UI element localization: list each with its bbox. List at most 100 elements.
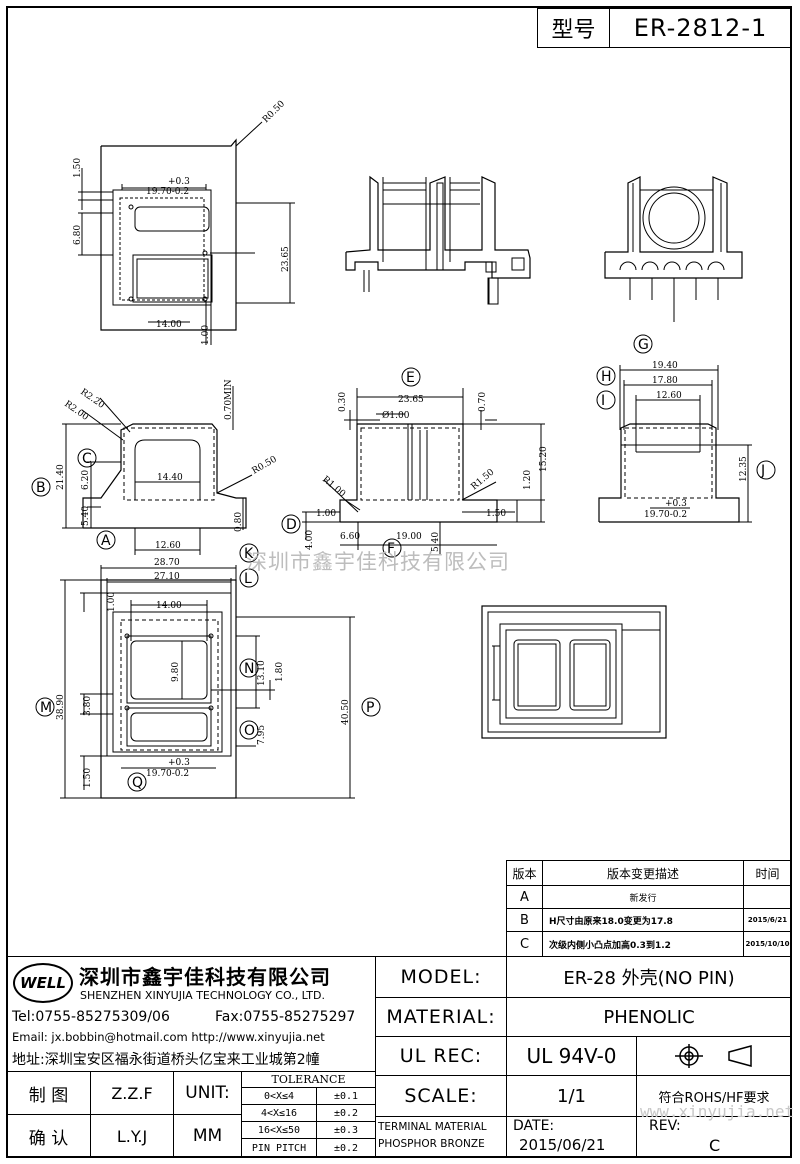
side-view: R2.20 R2.00 0.70MIN 21.40 6.20 14.40 R0.…	[31, 379, 279, 555]
projection-icon	[675, 1044, 752, 1068]
svg-text:1.00: 1.00	[107, 592, 117, 612]
svg-text:G: G	[638, 337, 649, 353]
terminal-material-label: TERMINAL MATERIAL	[378, 1121, 487, 1133]
svg-text:6.80: 6.80	[73, 225, 83, 245]
rev-date-a	[743, 885, 792, 909]
svg-text:23.65: 23.65	[398, 395, 424, 405]
watermark-url: www.xinyujia.net	[640, 1102, 795, 1121]
company-email: Email: jx.bobbin@hotmail.com http://www.…	[12, 1030, 325, 1044]
rev-ver-c: C	[506, 931, 543, 957]
tolerance-title: TOLERANCE	[241, 1071, 376, 1088]
svg-text:5.40: 5.40	[431, 532, 441, 552]
svg-text:0.70: 0.70	[478, 392, 488, 412]
company-name-en: SHENZHEN XINYUJIA TECHNOLOGY CO., LTD.	[80, 989, 325, 1002]
unit-value: MM	[173, 1114, 242, 1158]
rev-date-c: 2015/10/10	[743, 931, 792, 957]
svg-text:+0.3: +0.3	[168, 758, 190, 768]
company-address: 地址:深圳宝安区福永街道桥头亿宝来工业城第2幢	[12, 1052, 320, 1068]
date-cell: DATE: 2015/06/21	[506, 1116, 637, 1158]
confirm-label: 确 认	[6, 1114, 91, 1158]
svg-text:D: D	[286, 517, 297, 533]
rev-desc-b: H尺寸由原来18.0变更为17.8	[542, 908, 744, 932]
svg-text:9.80: 9.80	[171, 662, 181, 682]
rev-date-b: 2015/6/21	[743, 908, 792, 932]
svg-text:0.70MIN: 0.70MIN	[224, 379, 234, 420]
svg-text:17.80: 17.80	[652, 376, 678, 386]
rev-header-date: 时间	[743, 860, 792, 886]
svg-text:+0.3: +0.3	[168, 177, 190, 187]
company-name-cn: 深圳市鑫宇佳科技有限公司	[79, 965, 331, 989]
draw-label: 制 图	[6, 1071, 91, 1115]
svg-text:40.50: 40.50	[341, 699, 351, 725]
phosphor-bronze-label: PHOSPHOR BRONZE	[378, 1138, 485, 1150]
terminal-material-cell: TERMINAL MATERIAL PHOSPHOR BRONZE	[375, 1116, 507, 1158]
svg-text:28.70: 28.70	[154, 558, 180, 568]
front-view: 23.65 0.30 Ø1.00 0.70 1.20 15.20 R1.00 R…	[281, 367, 549, 558]
date-value: 2015/06/21	[519, 1136, 606, 1154]
svg-text:19.70-0.2: 19.70-0.2	[146, 187, 189, 197]
svg-text:R2.00: R2.00	[62, 399, 90, 423]
tol-range-2: 4<X≤16	[241, 1104, 317, 1122]
svg-text:19.40: 19.40	[652, 361, 678, 371]
svg-text:+0.3: +0.3	[665, 499, 687, 509]
svg-text:1.80: 1.80	[275, 662, 285, 682]
projection-symbol	[636, 1036, 792, 1076]
svg-text:19.00: 19.00	[396, 532, 422, 542]
scale-value: 1/1	[506, 1075, 637, 1117]
end-view	[604, 176, 743, 322]
svg-text:Ø1.00: Ø1.00	[382, 410, 410, 421]
tol-value-2: ±0.2	[316, 1104, 376, 1122]
tol-value-4: ±0.2	[316, 1138, 376, 1158]
svg-text:14.40: 14.40	[157, 473, 183, 483]
right-view: 19.40 17.80 12.60 12.35 +0.3 19.70-0.2 G…	[596, 334, 776, 523]
tol-range-1: 0<X≤4	[241, 1087, 317, 1105]
logo-text: WELL	[20, 974, 66, 992]
svg-text:1.50: 1.50	[73, 158, 83, 178]
top-view: R0.50 1.50 +0.3 19.70-0.2 6.80 23.65 14.…	[73, 99, 295, 345]
svg-text:R0.50: R0.50	[251, 454, 279, 476]
svg-text:5.40: 5.40	[81, 506, 91, 526]
svg-text:O: O	[244, 723, 255, 739]
svg-text:1.20: 1.20	[523, 470, 533, 490]
tol-value-3: ±0.3	[316, 1121, 376, 1139]
svg-text:K: K	[244, 546, 254, 562]
svg-text:14.00: 14.00	[156, 320, 182, 330]
svg-text:H: H	[601, 369, 612, 385]
rev-ver-a: A	[506, 885, 543, 909]
material-value: PHENOLIC	[506, 997, 792, 1037]
svg-text:6.60: 6.60	[340, 532, 360, 542]
ulrec-label: UL REC:	[375, 1036, 507, 1076]
draw-name: Z.Z.F	[90, 1071, 174, 1115]
model-value: ER-28 外壳(NO PIN)	[506, 956, 792, 998]
header-model-value: ER-2812-1	[609, 8, 792, 48]
svg-text:L: L	[244, 571, 252, 587]
svg-text:A: A	[101, 533, 111, 549]
date-label: DATE:	[513, 1118, 555, 1134]
material-label: MATERIAL:	[375, 997, 507, 1037]
company-tel: Tel:0755-85275309/06	[12, 1009, 170, 1025]
svg-text:7.95: 7.95	[257, 725, 267, 745]
svg-text:Q: Q	[132, 775, 143, 791]
bottom-side-view	[481, 605, 667, 739]
svg-text:12.35: 12.35	[739, 456, 749, 482]
svg-text:1.50: 1.50	[486, 509, 506, 519]
svg-text:15.20: 15.20	[539, 446, 549, 472]
header-model-label: 型号	[537, 8, 610, 48]
svg-text:R0.50: R0.50	[261, 99, 287, 125]
svg-text:6.20: 6.20	[81, 470, 91, 490]
rev-ver-b: B	[506, 908, 543, 932]
svg-text:M: M	[40, 700, 52, 716]
bottom-view: 28.70 27.10 1.00 14.00 9.80 13.10 1.80 3…	[35, 543, 381, 799]
ulrec-value: UL 94V-0	[506, 1036, 637, 1076]
svg-text:B: B	[36, 480, 46, 496]
svg-text:0.30: 0.30	[338, 392, 348, 412]
rev-header-desc: 版本变更描述	[542, 860, 744, 886]
company-block: WELL 深圳市鑫宇佳科技有限公司 SHENZHEN XINYUJIA TECH…	[6, 956, 376, 1072]
svg-text:12.60: 12.60	[656, 391, 682, 401]
company-fax: Fax:0755-85275297	[215, 1009, 356, 1025]
tol-range-3: 16<X≤50	[241, 1121, 317, 1139]
tol-range-4: PIN PITCH	[241, 1138, 317, 1158]
confirm-name: L.Y.J	[90, 1114, 174, 1158]
rev-value: C	[709, 1136, 721, 1155]
svg-text:13.10: 13.10	[257, 660, 267, 686]
